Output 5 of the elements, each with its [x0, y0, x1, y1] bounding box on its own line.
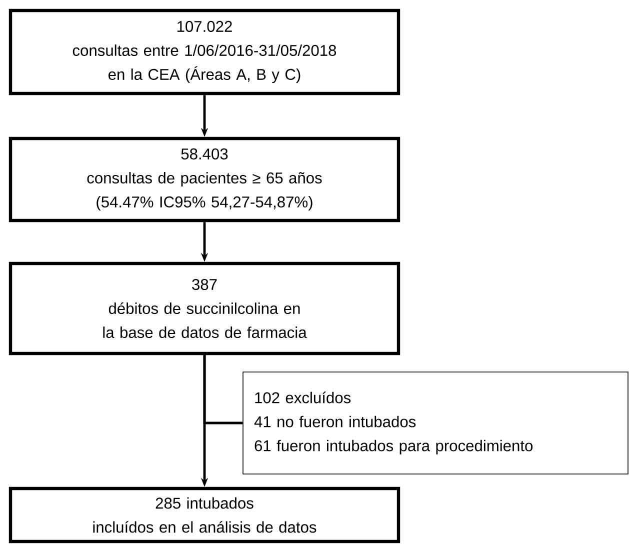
exclusion-box: 102 excluídos 41 no fueron intubados 61 fueron intubados para procedimiento — [242, 372, 628, 474]
process-box: 387 débitos de succinilcolina en la base de datos de farmacia — [8, 262, 400, 356]
process-box: 285 intubados incluídos en el análisis de datos — [8, 486, 400, 544]
process-box: 107.022 consultas entre 1/06/2016-31/05/2018 en la CEA (Áreas A, B y C) — [8, 8, 400, 96]
process-box: 58.403 consultas de pacientes ≥ 65 años (54.47% IC95% 54,27-54,87%) — [8, 136, 400, 222]
